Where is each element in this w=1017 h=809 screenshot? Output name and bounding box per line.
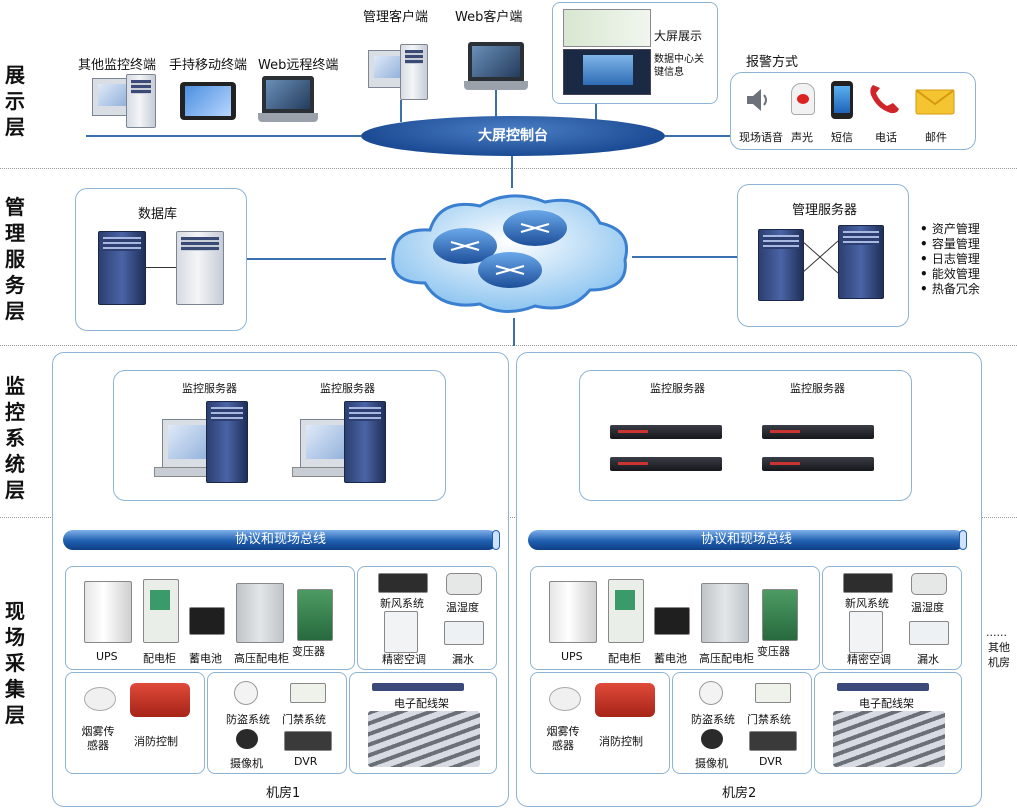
layer-title-management: 管理服务层 — [5, 195, 25, 323]
network-cloud — [385, 188, 635, 318]
room1-patch-group: 电子配线架 — [349, 672, 497, 774]
monitor-server-label: 监控服务器 — [182, 382, 237, 395]
env-temp-humidity: 温湿度 — [446, 601, 479, 614]
power-hv: 高压配电柜 — [699, 652, 754, 665]
mgmt-functions-list: 资产管理 容量管理 日志管理 能效管理 热备冗余 — [920, 222, 980, 297]
fire-control: 消防控制 — [134, 735, 178, 748]
bigscreen-console: 大屏控制台 — [361, 116, 665, 156]
rack-server — [610, 425, 722, 439]
handheld-terminal-label: 手持移动终端 — [169, 58, 248, 73]
env-precision-ac: 精密空调 — [847, 653, 891, 666]
bigscreen-title: 大屏展示 — [654, 29, 703, 43]
power-battery: 蓄电池 — [189, 652, 222, 665]
smartphone-icon — [831, 81, 853, 119]
mgmt-function-item: 容量管理 — [920, 237, 980, 252]
room1-power-group: UPS 配电柜 蓄电池 高压配电柜 变压器 — [65, 566, 355, 670]
security-antitheft: 防盗系统 — [226, 713, 270, 726]
other-rooms-dots: ...... — [986, 626, 1007, 639]
siren-icon — [791, 83, 815, 115]
room2-power-group: UPS 配电柜 蓄电池 高压配电柜 变压器 — [530, 566, 820, 670]
other-rooms-label: 其他机房 — [988, 641, 1010, 669]
power-ups: UPS — [96, 650, 118, 663]
bigscreen-subtitle: 数据中心关键信息 — [654, 54, 704, 78]
patch-panel-label: 电子配线架 — [394, 697, 449, 710]
patch-panel-label: 电子配线架 — [859, 697, 914, 710]
security-access: 门禁系统 — [282, 713, 326, 726]
mgmt-server-panel: 管理服务器 — [737, 184, 909, 327]
security-camera: 摄像机 — [695, 757, 728, 770]
security-camera: 摄像机 — [230, 757, 263, 770]
env-leak: 漏水 — [452, 653, 474, 666]
room1-monitor-servers: 监控服务器 监控服务器 — [113, 370, 446, 501]
alarm-item-sound-light: 声光 — [791, 131, 813, 144]
web-client — [464, 42, 528, 90]
mgmt-server-title: 管理服务器 — [792, 203, 858, 218]
room2-monitor-servers: 监控服务器 监控服务器 — [579, 370, 912, 501]
rack-server — [762, 425, 874, 439]
room-1-label: 机房1 — [266, 786, 301, 801]
security-antitheft: 防盗系统 — [691, 713, 735, 726]
layer-title-field: 现场采集层 — [5, 599, 25, 727]
env-precision-ac: 精密空调 — [382, 653, 426, 666]
security-access: 门禁系统 — [747, 713, 791, 726]
security-dvr: DVR — [759, 755, 783, 768]
manager-client-label: 管理客户端 — [363, 10, 429, 25]
alarm-panel: 现场语音 声光 短信 电话 邮件 — [730, 72, 976, 150]
room2-field-bus: 协议和现场总线 — [528, 530, 967, 550]
rack-server — [610, 457, 722, 471]
room2-security-group: 防盗系统 门禁系统 摄像机 DVR — [672, 672, 812, 774]
mail-icon — [915, 89, 955, 115]
room2-patch-group: 电子配线架 — [814, 672, 962, 774]
layer-title-display: 展示层 — [5, 63, 25, 139]
mgmt-function-item: 日志管理 — [920, 252, 980, 267]
bigscreen-panel: 大屏展示 数据中心关键信息 — [552, 2, 718, 104]
power-hv: 高压配电柜 — [234, 652, 289, 665]
speaker-icon — [745, 87, 769, 113]
room1-security-group: 防盗系统 门禁系统 摄像机 DVR — [207, 672, 347, 774]
power-distribution: 配电柜 — [608, 652, 641, 665]
other-monitor-terminal-label: 其他监控终端 — [78, 58, 157, 73]
alarm-item-mail: 邮件 — [925, 131, 947, 144]
monitor-server-label: 监控服务器 — [650, 382, 705, 395]
power-ups: UPS — [561, 650, 583, 663]
mgmt-function-item: 热备冗余 — [920, 282, 980, 297]
alarm-item-sms: 短信 — [831, 131, 853, 144]
room2-fire-group: 烟雾传感器 消防控制 — [530, 672, 670, 774]
alarm-item-voice: 现场语音 — [739, 131, 783, 144]
fire-control: 消防控制 — [599, 735, 643, 748]
power-battery: 蓄电池 — [654, 652, 687, 665]
fire-smoke: 烟雾传感器 — [81, 725, 115, 752]
room-2-label: 机房2 — [722, 786, 757, 801]
alarm-title: 报警方式 — [746, 55, 799, 70]
handheld-terminal — [180, 82, 236, 120]
rack-server — [762, 457, 874, 471]
mgmt-function-item: 能效管理 — [920, 267, 980, 282]
security-dvr: DVR — [294, 755, 318, 768]
monitor-server-label: 监控服务器 — [320, 382, 375, 395]
env-temp-humidity: 温湿度 — [911, 601, 944, 614]
mgmt-function-item: 资产管理 — [920, 222, 980, 237]
room2-env-group: 新风系统 温湿度 精密空调 漏水 — [822, 566, 962, 670]
env-leak: 漏水 — [917, 653, 939, 666]
database-panel: 数据库 — [75, 188, 247, 331]
database-title: 数据库 — [138, 207, 178, 222]
alarm-item-phone: 电话 — [875, 131, 897, 144]
telephone-icon — [867, 81, 901, 115]
monitor-server-label: 监控服务器 — [790, 382, 845, 395]
room1-field-bus: 协议和现场总线 — [63, 530, 500, 550]
web-remote-terminal — [258, 76, 318, 122]
env-fresh-air: 新风系统 — [380, 597, 424, 610]
power-transformer: 变压器 — [292, 645, 325, 658]
room1-env-group: 新风系统 温湿度 精密空调 漏水 — [357, 566, 497, 670]
web-remote-terminal-label: Web远程终端 — [258, 58, 339, 73]
room1-fire-group: 烟雾传感器 消防控制 — [65, 672, 205, 774]
power-distribution: 配电柜 — [143, 652, 176, 665]
fire-smoke: 烟雾传感器 — [546, 725, 580, 752]
layer-title-monitor: 监控系统层 — [5, 374, 25, 502]
web-client-label: Web客户端 — [455, 10, 523, 25]
power-transformer: 变压器 — [757, 645, 790, 658]
env-fresh-air: 新风系统 — [845, 597, 889, 610]
